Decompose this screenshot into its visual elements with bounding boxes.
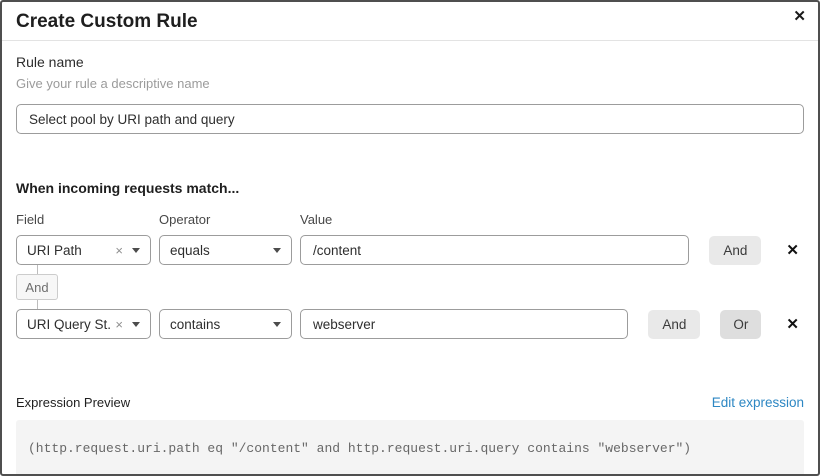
rule-name-label: Rule name [16,54,84,70]
and-button[interactable]: And [709,235,762,265]
field-select-value: URI Path [27,242,82,258]
operator-select-value: contains [170,316,221,332]
close-icon[interactable]: ✕ [793,8,806,25]
modal-header: Create Custom Rule [2,2,818,41]
connector-line [37,300,38,309]
and-button[interactable]: And [648,309,701,339]
rule-name-hint: Give your rule a descriptive name [16,76,210,91]
operator-select[interactable]: contains [159,309,292,339]
column-labels: Field Operator Value [16,212,804,227]
field-select-value: URI Query St... [27,316,112,332]
modal-body: Rule name Give your rule a descriptive n… [2,41,818,474]
chevron-down-icon [132,247,140,253]
connector-line [37,265,38,274]
chevron-down-icon [273,321,281,327]
field-select[interactable]: URI Path × [16,235,151,265]
modal-title: Create Custom Rule [16,11,198,32]
expression-preview-label: Expression Preview [16,395,131,410]
edit-expression-link[interactable]: Edit expression [711,395,804,410]
and-connector-badge: And [16,274,58,300]
condition-row: URI Path × equals And ✕ [16,235,804,265]
remove-row-icon[interactable]: ✕ [786,316,799,333]
field-column-label: Field [16,212,45,227]
operator-select-value: equals [170,242,210,258]
condition-row: URI Query St... × contains And Or ✕ [16,309,804,339]
operator-column-label: Operator [159,212,211,227]
chevron-down-icon [273,247,281,253]
remove-row-icon[interactable]: ✕ [786,242,799,259]
rule-name-input[interactable] [16,104,804,134]
clear-selection-icon[interactable]: × [115,242,123,258]
expression-preview-section: Expression Preview Edit expression (http… [16,395,804,474]
or-button[interactable]: Or [720,309,762,339]
match-heading: When incoming requests match... [16,180,240,196]
chevron-down-icon [132,321,140,327]
row-connector: And [16,265,804,309]
expression-code: (http.request.uri.path eq "/content" and… [16,420,804,474]
value-input[interactable] [300,235,690,265]
field-select[interactable]: URI Query St... × [16,309,151,339]
clear-selection-icon[interactable]: × [115,316,123,332]
operator-select[interactable]: equals [159,235,292,265]
value-column-label: Value [300,212,333,227]
value-input[interactable] [300,309,629,339]
